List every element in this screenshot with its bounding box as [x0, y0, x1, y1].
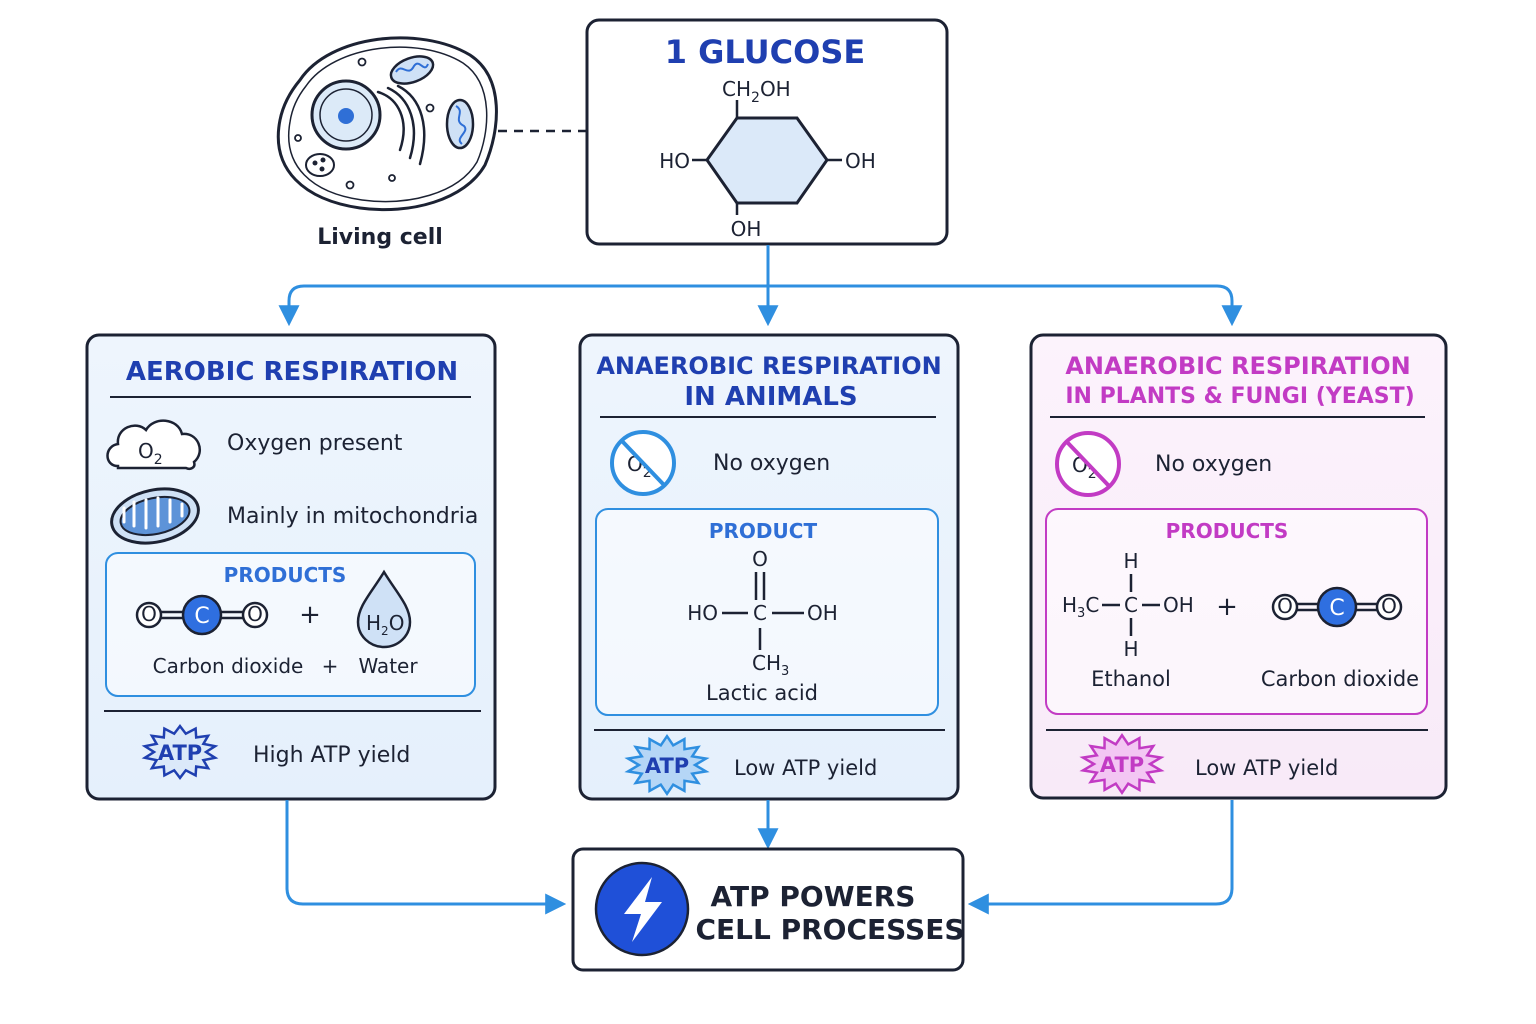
glucose-title: 1 GLUCOSE [665, 33, 866, 71]
svg-text:CH3: CH3 [752, 651, 789, 679]
svg-text:C: C [753, 601, 767, 625]
animals-yield: Low ATP yield [734, 756, 877, 780]
svg-text:O: O [752, 547, 768, 571]
svg-text:HO: HO [687, 601, 718, 625]
svg-text:O: O [141, 602, 157, 626]
svg-text:O: O [1277, 594, 1293, 618]
mitochondrion-right [445, 98, 475, 150]
no-oxygen-icon: O2 [610, 430, 676, 496]
plants-fungi-panel: ANAEROBIC RESPIRATION IN PLANTS & FUNGI … [1029, 333, 1448, 800]
svg-text:OH: OH [1163, 593, 1194, 617]
aerobic-condition: Oxygen present [227, 431, 403, 456]
aerobic-panel: AEROBIC RESPIRATION O2 Oxygen present Ma… [85, 333, 497, 801]
glucose-box: 1 GLUCOSE CH2OH HO OH OH [585, 18, 949, 246]
split-arrows [278, 245, 1243, 327]
plants-products-box [1045, 508, 1428, 715]
cytoplasm-dots [294, 57, 435, 190]
svg-text:ATP: ATP [158, 741, 202, 765]
plants-condition: No oxygen [1155, 452, 1272, 477]
svg-text:C: C [194, 604, 209, 629]
co2-molecule-icon: O O C [1271, 586, 1403, 628]
svg-text:ATP: ATP [645, 754, 689, 778]
animals-condition: No oxygen [713, 451, 830, 476]
aerobic-products-title: PRODUCTS [224, 563, 347, 587]
plants-caption-ethanol: Ethanol [1091, 667, 1171, 691]
plants-products-title: PRODUCTS [1166, 519, 1289, 543]
plants-plus-symbol: + [1216, 592, 1238, 622]
svg-text:O2: O2 [138, 439, 163, 468]
svg-text:H3C: H3C [1062, 593, 1099, 621]
vesicle-group [305, 153, 335, 177]
atp-result-box: ATP POWERS CELL PROCESSES [571, 847, 965, 972]
glucose-group-left: HO [659, 149, 690, 173]
animals-title-line1: ANAEROBIC RESPIRATION [596, 352, 941, 380]
aerobic-location: Mainly in mitochondria [227, 504, 478, 529]
plants-caption-co2: Carbon dioxide [1261, 667, 1419, 691]
glucose-group-bottom: OH [731, 217, 762, 241]
glucose-group-top: CH2OH [722, 77, 791, 106]
lightning-bolt-icon [594, 861, 690, 957]
svg-text:OH: OH [807, 601, 838, 625]
result-line2: CELL PROCESSES [695, 913, 964, 946]
plants-title-line1: ANAEROBIC RESPIRATION [1065, 352, 1410, 380]
animals-caption: Lactic acid [706, 681, 818, 705]
atp-burst-icon: ATP [624, 733, 710, 797]
svg-text:O: O [1381, 594, 1397, 618]
water-drop-icon: H2O [356, 569, 412, 649]
mitochondrion-top [389, 55, 435, 85]
svg-text:O: O [247, 602, 263, 626]
lactic-acid-structure: O C HO OH CH3 [687, 547, 838, 679]
aerobic-caption-water: Water [358, 654, 418, 678]
glucose-group-right: OH [845, 149, 876, 173]
animals-product-box [595, 508, 939, 716]
result-line1: ATP POWERS [711, 880, 916, 913]
aerobic-title: AEROBIC RESPIRATION [126, 357, 458, 387]
svg-text:H: H [1123, 549, 1138, 573]
plants-yield: Low ATP yield [1195, 756, 1338, 780]
aerobic-caption-co2: Carbon dioxide [153, 654, 304, 678]
o2-cloud-icon: O2 [106, 419, 201, 470]
ethanol-structure: H H3C C OH H [1062, 549, 1194, 661]
merge-arrows [285, 800, 1234, 915]
golgi [376, 84, 426, 166]
aerobic-yield: High ATP yield [253, 743, 410, 768]
no-oxygen-icon: O2 [1055, 431, 1121, 497]
svg-text:C: C [1329, 596, 1344, 621]
living-cell: Living cell [276, 36, 498, 250]
atp-burst-icon: ATP [1079, 732, 1165, 796]
svg-text:H: H [1123, 637, 1138, 661]
animals-panel: ANAEROBIC RESPIRATION IN ANIMALS O2 No o… [578, 333, 960, 801]
animals-title-line2: IN ANIMALS [684, 382, 857, 412]
svg-text:H2O: H2O [366, 611, 404, 638]
nucleolus [338, 108, 354, 124]
aerobic-caption-plus: + [322, 654, 339, 678]
svg-text:C: C [1124, 593, 1138, 617]
plants-title-line2: IN PLANTS & FUNGI (YEAST) [1065, 384, 1414, 409]
mitochondrion-icon [110, 487, 200, 545]
animals-product-title: PRODUCT [709, 519, 818, 543]
svg-text:ATP: ATP [1100, 753, 1144, 777]
cell-label: Living cell [317, 225, 443, 250]
co2-molecule-icon: O O C [135, 594, 269, 636]
atp-burst-icon: ATP [141, 724, 219, 780]
aerobic-plus-symbol: + [299, 600, 321, 630]
